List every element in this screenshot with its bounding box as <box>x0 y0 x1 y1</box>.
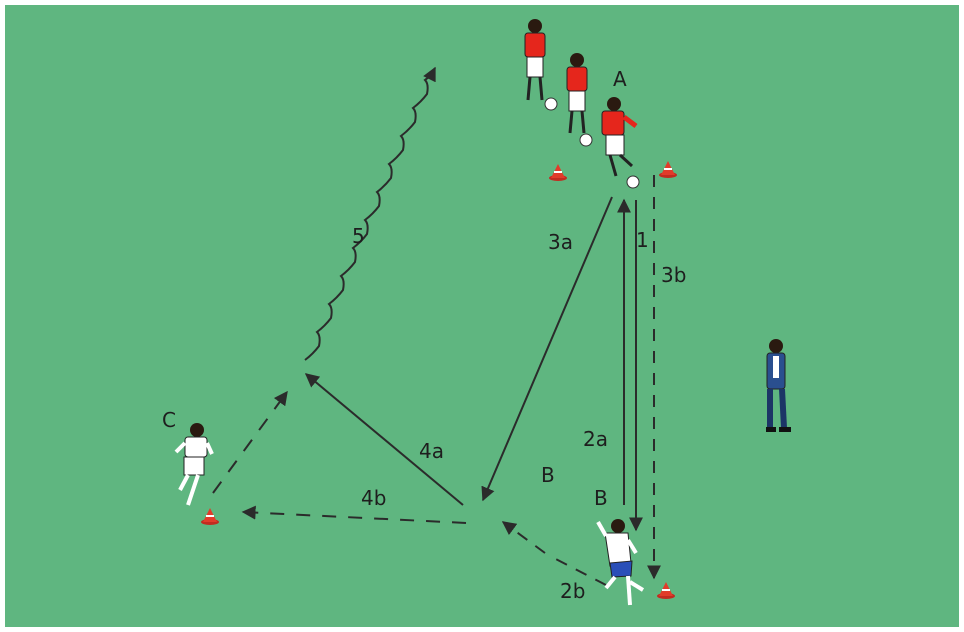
label-dribble-5: 5 <box>352 224 365 248</box>
label-player-a: A <box>613 67 627 91</box>
label-pass-3a: 3a <box>548 230 573 254</box>
ball-icon <box>626 175 640 189</box>
run-2b-line <box>547 554 607 586</box>
cone-icon <box>201 508 219 525</box>
pass-3a-line <box>481 196 613 502</box>
label-run-2b: 2b <box>560 579 585 603</box>
label-player-c: C <box>162 408 176 432</box>
ball-icon <box>579 133 593 147</box>
cone-icon <box>549 164 567 181</box>
drill-lines <box>212 66 661 586</box>
player-icon <box>607 97 621 111</box>
player-icon <box>611 519 625 533</box>
label-run-4b: 4b <box>361 486 386 510</box>
pass-4a-line <box>304 373 464 506</box>
pitch <box>5 5 959 627</box>
ball-icon <box>544 97 558 111</box>
coach <box>766 339 791 432</box>
cone-icon <box>659 161 677 178</box>
label-run-1: 1 <box>636 228 649 252</box>
cone-icon <box>657 582 675 599</box>
dribble-5-line <box>304 66 436 361</box>
red-player-a <box>601 97 638 177</box>
coach-icon <box>769 339 783 353</box>
red-player-1 <box>524 19 546 101</box>
player-icon <box>570 53 584 67</box>
player-icon <box>528 19 542 33</box>
run-c-line <box>212 390 288 494</box>
label-pass-2a: 2a <box>583 427 608 451</box>
run-2b-arrow <box>501 521 546 554</box>
label-player-b: B <box>594 486 608 510</box>
white-player-b <box>596 519 645 606</box>
label-pass-4a: 4a <box>419 439 444 463</box>
balls <box>544 97 640 189</box>
label-run-3b: 3b <box>661 263 686 287</box>
cones <box>201 161 677 599</box>
run-4b-line <box>241 505 467 524</box>
white-player-c <box>174 423 214 506</box>
red-player-2 <box>566 53 588 134</box>
player-icon <box>190 423 204 437</box>
label-player-b-position: B <box>541 463 555 487</box>
